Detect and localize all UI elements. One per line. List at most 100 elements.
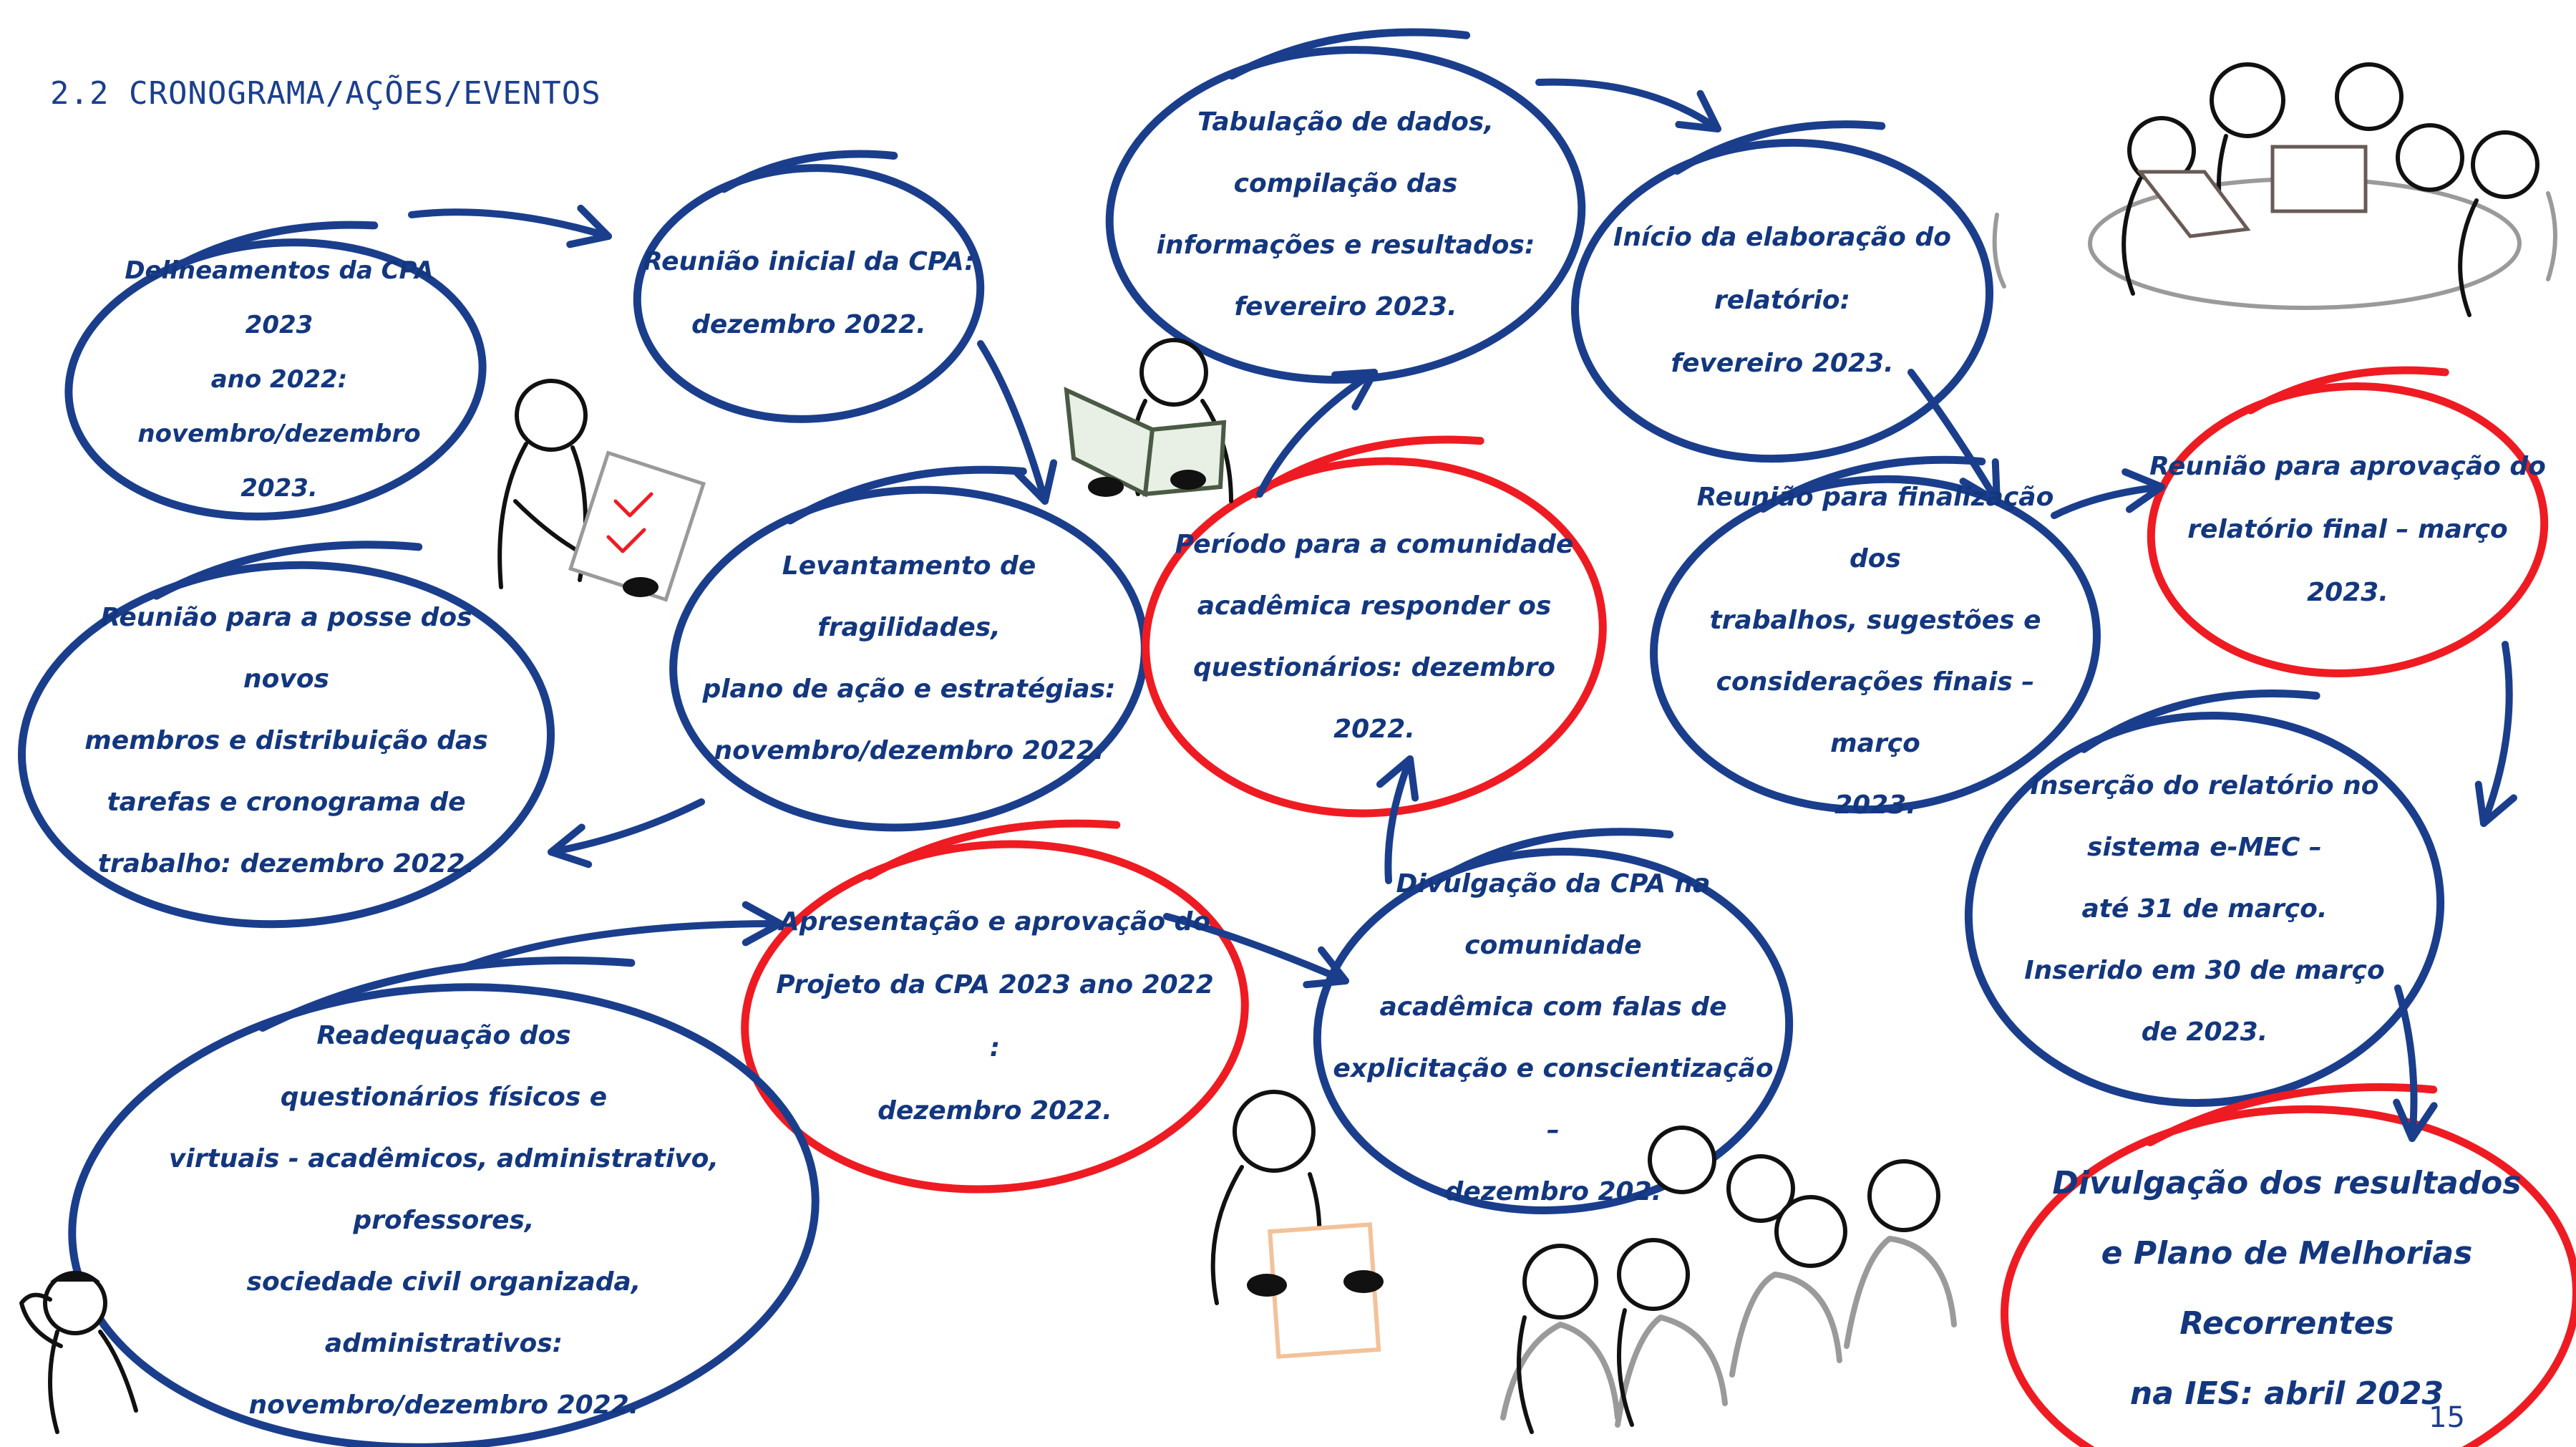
arrow-9 <box>548 798 705 868</box>
arrow-5 <box>1907 369 2001 505</box>
node-tabulacao-text: Tabulação de dados, compilação das infor… <box>1156 107 1535 321</box>
page-title: 2.2 CRONOGRAMA/AÇÕES/EVENTOS <box>50 75 601 112</box>
presenter-hand-left <box>1247 1274 1287 1297</box>
audience-person-1-head <box>1522 1244 1598 1320</box>
node-readequacao-text: Readequação dos questionários físicos e … <box>168 1021 719 1420</box>
thinker-arm <box>19 1292 63 1348</box>
arrow-9-head <box>548 823 593 868</box>
audience-chair-2 <box>1615 1315 1728 1428</box>
node-divulgacao-resultados <box>2001 1083 2576 1447</box>
arrow-1-head <box>566 204 612 248</box>
node-delineamentos-text: Delineamentos da CPA 2023 ano 2022: nove… <box>125 256 434 503</box>
node-aprovacao-relatorio-outline <box>2147 382 2549 677</box>
node-delineamentos <box>64 221 487 521</box>
node-insercao-emec <box>1964 689 2445 1108</box>
checklist-mark-1 <box>613 492 653 518</box>
node-finalizacao <box>1650 455 2101 814</box>
node-delineamentos-outline <box>64 238 487 521</box>
arrow-5-shaft <box>1907 369 2001 505</box>
checklist-person-head <box>515 379 588 452</box>
presenter-head <box>1233 1090 1316 1173</box>
meeting-person-5-head <box>2471 130 2539 199</box>
sketch-person-reading-book-icon <box>1064 338 1233 503</box>
node-aprovacao-relatorio-overshoot <box>2246 366 2449 415</box>
arrow-10-head <box>742 901 784 947</box>
meeting-person-4-head <box>2396 123 2464 192</box>
node-posse-membros-overshoot <box>152 541 423 600</box>
thinker-hair <box>50 1271 100 1282</box>
arrow-3-shaft <box>1256 369 1378 498</box>
audience-chair-4 <box>1844 1236 1957 1349</box>
arrow-12-head <box>1376 755 1419 802</box>
node-levantamento-overshoot <box>786 465 1027 525</box>
node-levantamento-text: Levantamento de fragilidades, plano de a… <box>702 551 1116 765</box>
arrow-10 <box>462 901 784 970</box>
node-readequacao-outline <box>68 983 820 1447</box>
audience-person-4-head <box>1774 1195 1847 1268</box>
arrow-12-shaft <box>1384 755 1414 884</box>
arrow-6 <box>2051 468 2165 519</box>
checklist-person-body-left <box>497 442 528 589</box>
arrow-9-shaft <box>548 798 705 856</box>
meeting-laptop-1 <box>2136 170 2251 238</box>
audience-person-3-head <box>1726 1154 1795 1223</box>
thinker-head <box>43 1271 107 1335</box>
node-delineamentos-overshoot <box>166 221 379 274</box>
meeting-chair-left <box>1992 213 2006 289</box>
audience-person-2-head <box>1617 1238 1690 1311</box>
node-inicio-relatorio-text: Início da elaboração do relatório: fever… <box>1613 223 1951 378</box>
node-periodo-comunidade-text: Período para a comunidade acadêmica resp… <box>1175 530 1574 744</box>
sketch-team-meeting-icon <box>1992 62 2557 317</box>
node-divulgacao-cpa-outline <box>1313 848 1794 1214</box>
node-divulgacao-cpa-text: Divulgação da CPA na comunidade acadêmic… <box>1333 869 1774 1206</box>
checklist-paper <box>568 450 706 602</box>
sketch-thinking-person-icon <box>19 1271 138 1434</box>
node-tabulacao <box>1105 28 1586 384</box>
arrow-3 <box>1256 369 1378 498</box>
meeting-person-5-body <box>2458 198 2479 317</box>
arrow-4-head <box>1675 89 1721 132</box>
node-tabulacao-overshoot <box>1228 28 1471 80</box>
arrow-11-head <box>1303 946 1349 989</box>
node-insercao-emec-outline <box>1964 711 2445 1108</box>
arrow-7 <box>2474 641 2517 827</box>
arrow-8-head <box>2393 1098 2438 1142</box>
arrow-6-head <box>2121 468 2165 513</box>
node-inicio-relatorio-outline <box>1570 138 1994 463</box>
node-finalizacao-text: Reunião para finalização dos trabalhos, … <box>1696 483 2054 820</box>
node-aprovacao-relatorio-text: Reunião para aprovação do relatório fina… <box>2149 452 2546 607</box>
node-reuniao-inicial-text: Reunião inicial da CPA: dezembro 2022. <box>643 247 975 339</box>
reader-hand-left <box>1088 477 1124 497</box>
node-finalizacao-outline <box>1650 475 2101 814</box>
presenter-hand-right <box>1343 1270 1384 1293</box>
arrow-3-head <box>1331 369 1378 411</box>
arrow-8-shaft <box>2394 984 2418 1142</box>
node-aprovacao-relatorio <box>2147 366 2549 677</box>
audience-chair-1 <box>1500 1322 1620 1421</box>
node-apresentacao-projeto-outline <box>741 840 1249 1194</box>
arrow-7-shaft <box>2480 641 2513 827</box>
node-posse-membros <box>17 541 555 929</box>
arrow-8 <box>2393 984 2438 1142</box>
thinker-body-left <box>48 1330 59 1434</box>
node-reuniao-inicial-outline <box>633 164 985 423</box>
audience-person-5-head <box>1867 1159 1940 1232</box>
node-periodo-comunidade-overshoot <box>1251 435 1484 499</box>
meeting-laptop-2 <box>2270 145 2368 213</box>
arrow-4-shaft <box>1535 78 1721 132</box>
node-insercao-emec-text: Inserção do relatório no sistema e-MEC –… <box>2024 771 2385 1047</box>
arrow-12 <box>1376 755 1419 884</box>
arrow-1 <box>408 204 612 248</box>
audience-person-6-head <box>1648 1126 1716 1194</box>
sketch-person-with-checklist-icon <box>497 379 706 602</box>
node-readequacao-overshoot <box>258 956 636 1032</box>
node-finalizacao-overshoot <box>1759 455 1986 513</box>
node-posse-membros-text: Reunião para a posse dos novos membros e… <box>84 603 488 879</box>
checklist-hand <box>623 577 658 597</box>
meeting-person-2-head <box>2210 62 2285 138</box>
arrow-4 <box>1535 78 1721 132</box>
audience-person-1-body <box>1517 1315 1534 1434</box>
node-divulgacao-resultados-text: Divulgação dos resultados e Plano de Mel… <box>2052 1165 2522 1412</box>
node-readequacao <box>68 956 820 1447</box>
page-number: 15 <box>2429 1401 2465 1434</box>
